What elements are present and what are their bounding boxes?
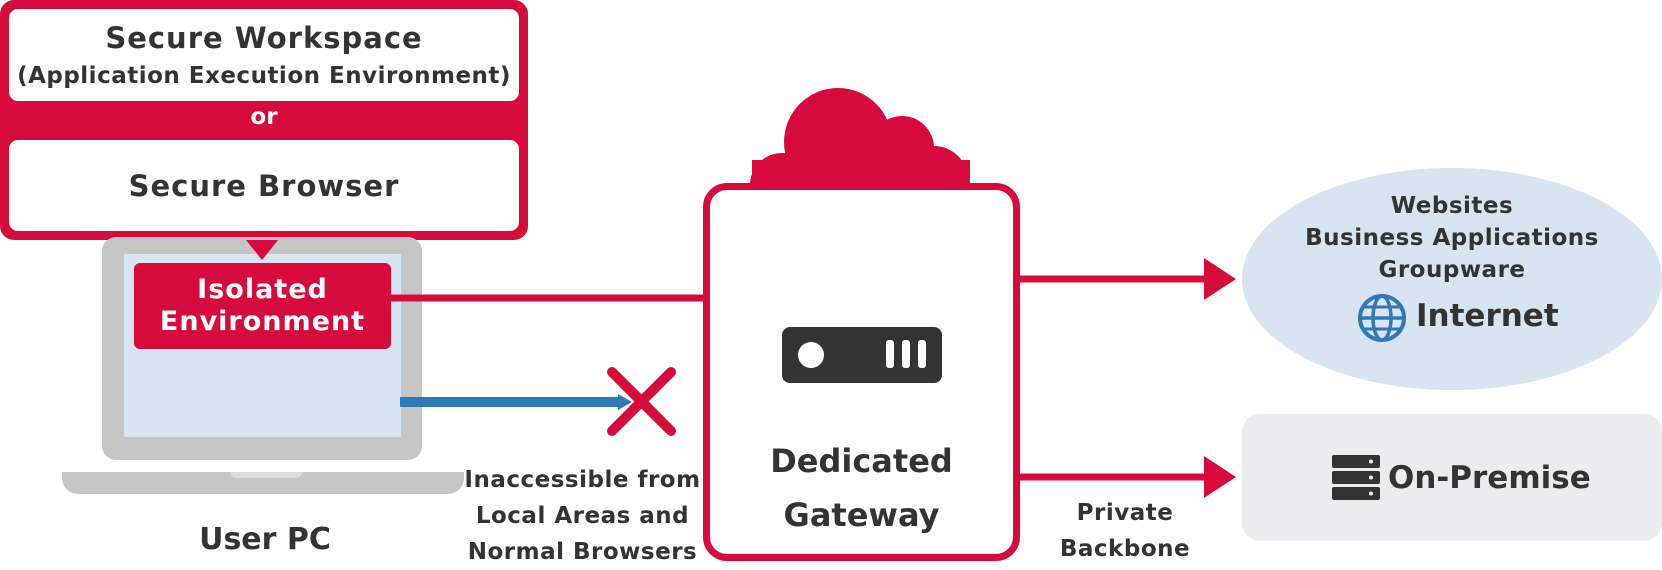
blocked-line2: Local Areas and [475, 503, 690, 529]
backbone-label: Private Backbone [1040, 495, 1210, 567]
option1-title: Secure Workspace [105, 21, 423, 55]
internet-zone [1242, 168, 1662, 390]
option-secure-workspace: Secure Workspace (Application Execution … [9, 9, 519, 101]
option-secure-browser: Secure Browser [9, 140, 519, 231]
laptop-base [62, 472, 464, 494]
isolated-line1: Isolated [197, 274, 328, 305]
blocked-line1: Inaccessible from [464, 467, 701, 493]
gateway-line1: Dedicated [770, 442, 953, 480]
server-slot-2 [902, 340, 910, 368]
onpremise-label: On-Premise [1388, 460, 1591, 496]
server-slot-1 [886, 340, 894, 368]
onpremise-zone [1242, 414, 1662, 541]
globe-icon [1357, 293, 1407, 343]
internet-item-groupware: Groupware [1378, 257, 1526, 283]
callout-pointer [246, 240, 278, 260]
backbone-line2: Backbone [1059, 536, 1191, 562]
server-body [782, 327, 942, 383]
isolated-line2: Environment [159, 306, 366, 337]
server-slot-3 [918, 340, 926, 368]
backbone-line1: Private [1076, 500, 1174, 526]
server-stack-icon [1332, 455, 1380, 501]
user-pc-label: User PC [199, 522, 331, 557]
blocked-line3: Normal Browsers [467, 539, 698, 565]
gateway-line2: Gateway [783, 496, 940, 534]
internet-arrowhead [1204, 258, 1236, 300]
or-label: or [250, 104, 278, 130]
internet-services-list: Websites Business Applications Groupware [1242, 190, 1662, 286]
option1-subtitle: (Application Execution Environment) [17, 63, 511, 89]
blocked-x-icon [607, 367, 676, 436]
blocked-caption: Inaccessible from Local Areas and Normal… [460, 462, 705, 570]
solution-callout: Secure Workspace (Application Execution … [0, 0, 528, 240]
internet-item-websites: Websites [1390, 193, 1514, 219]
internet-label: Internet [1416, 298, 1559, 334]
server-led [798, 342, 824, 368]
internet-item-business-apps: Business Applications [1305, 225, 1599, 251]
gateway-label: Dedicated Gateway [703, 434, 1020, 542]
option2-title: Secure Browser [128, 168, 400, 203]
blocked-arrowhead [618, 394, 632, 410]
laptop-notch [230, 472, 302, 478]
isolated-environment-box: Isolated Environment [134, 263, 391, 349]
onpremise-arrowhead [1204, 456, 1236, 498]
